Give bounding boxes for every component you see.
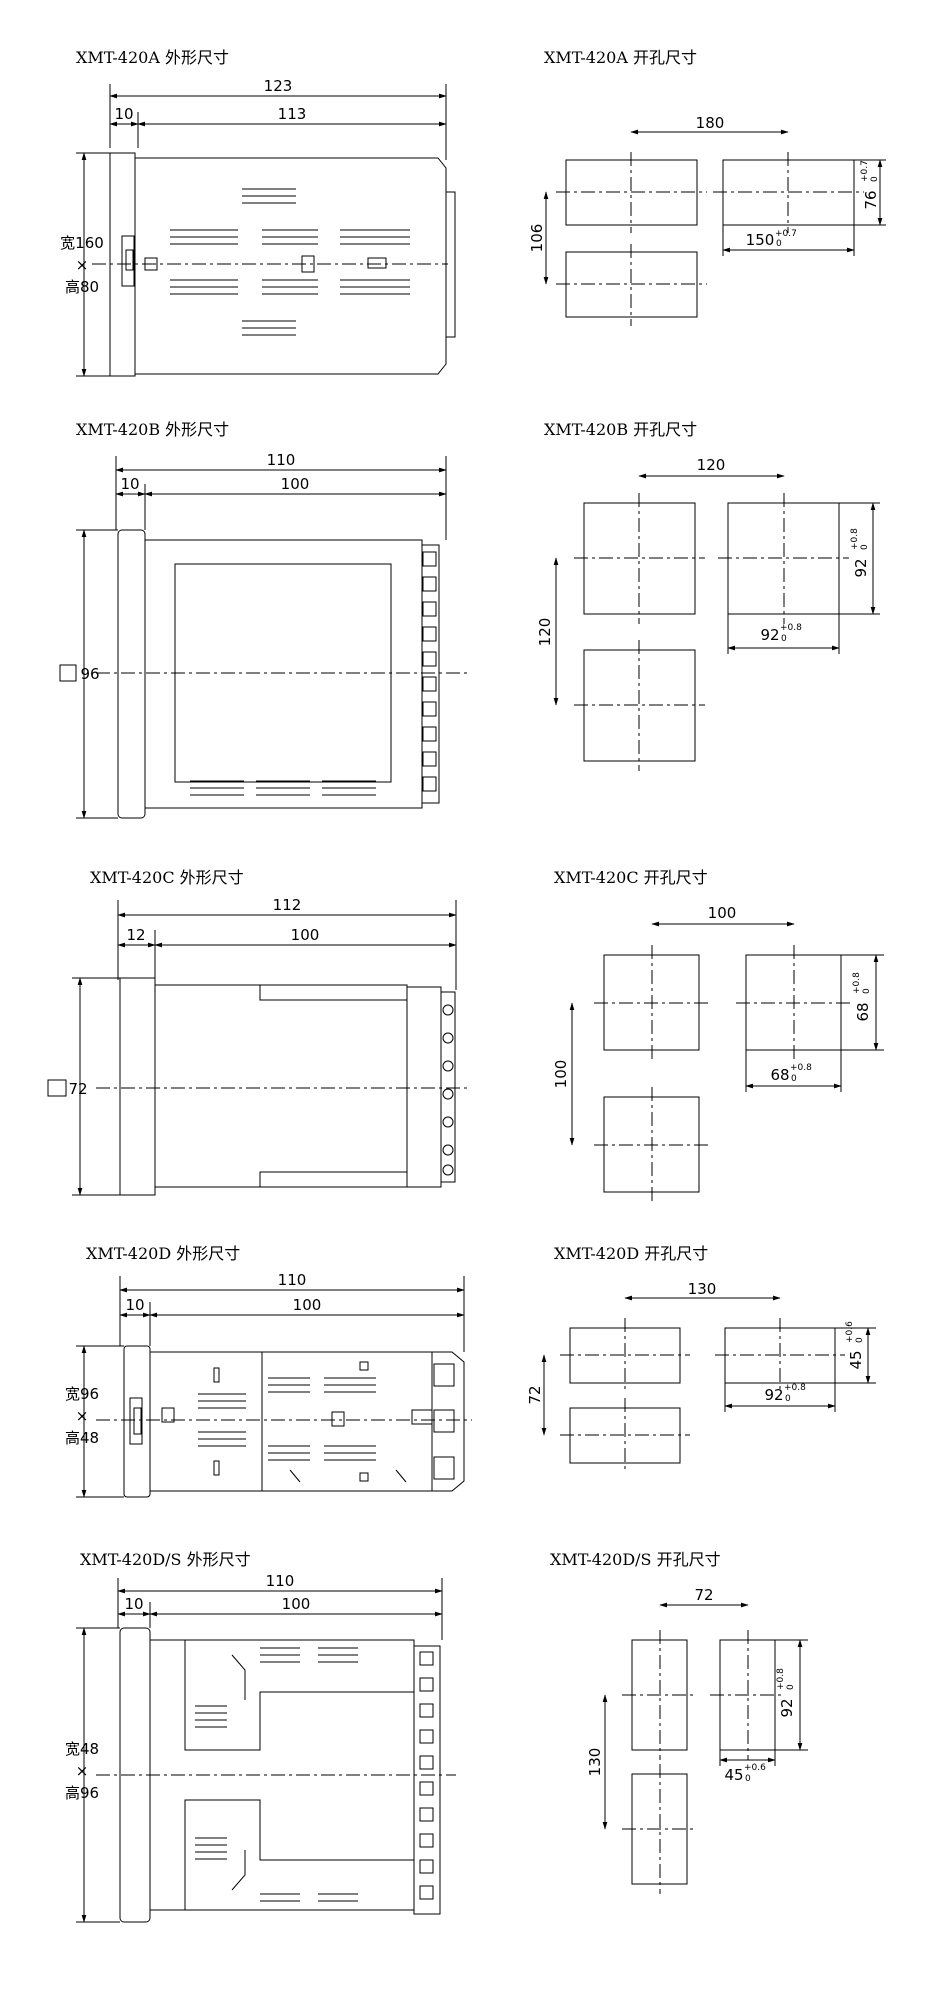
ds-cut-height-tol: +0.8 [776, 1668, 786, 1690]
ds-cut-height: 92 [778, 1698, 796, 1717]
c-cut-pitch-x: 100 [708, 904, 737, 922]
title-xmt420d-cutout: XMT-420D 开孔尺寸 [554, 1244, 709, 1263]
b-cut-width-tol: +0.8 [780, 623, 802, 633]
d-cut-height-tol-zero: 0 [855, 1337, 865, 1343]
ds-cut-width: 45 [724, 1766, 743, 1784]
b-cut-height-tol-zero: 0 [860, 544, 870, 550]
b-cut-width-tol-zero: 0 [781, 634, 787, 644]
d-cut-height-tol: +0.6 [845, 1321, 855, 1343]
c-cut-height: 68 [854, 1002, 872, 1021]
title-xmt420b-cutout: XMT-420B 开孔尺寸 [544, 420, 698, 439]
ds-cut-width-tol-zero: 0 [745, 1774, 751, 1784]
b-cut-height: 92 [852, 558, 870, 577]
a-front-width: 宽160 [60, 234, 104, 252]
ds-bezel-depth: 10 [124, 1595, 143, 1613]
ds-front-width: 宽48 [65, 1740, 99, 1758]
a-cut-width-tol: +0.7 [775, 229, 797, 239]
d-body-length: 100 [293, 1296, 322, 1314]
a-cut-width: 150 [746, 231, 775, 249]
d-cut-width-tol-zero: 0 [785, 1394, 791, 1404]
c-cut-width-tol-zero: 0 [791, 1074, 797, 1084]
c-cut-pitch-y: 100 [552, 1060, 570, 1089]
a-front-height: 高80 [65, 278, 99, 296]
d-bezel-depth: 10 [125, 1296, 144, 1314]
d-cut-pitch-x: 130 [688, 1280, 717, 1298]
c-cut-width-tol: +0.8 [790, 1063, 812, 1073]
title-xmt420a-outline: XMT-420A 外形尺寸 [76, 48, 229, 67]
d-cut-width: 92 [764, 1386, 783, 1404]
c-front-side: 72 [68, 1080, 87, 1098]
c-cut-width: 68 [770, 1066, 789, 1084]
b-body-length: 100 [281, 475, 310, 493]
ds-body-length: 100 [282, 1595, 311, 1613]
a-bezel-depth: 10 [114, 105, 133, 123]
c-bezel-depth: 12 [126, 926, 145, 944]
b-cut-pitch-x: 120 [697, 456, 726, 474]
a-times-sign: × [76, 256, 89, 274]
d-front-height: 高48 [65, 1429, 99, 1447]
ds-cut-height-tol-zero: 0 [786, 1684, 796, 1690]
xmt420ds-cutout-drawing [602, 1602, 808, 1894]
a-total-length: 123 [264, 77, 293, 95]
b-cut-height-tol: +0.8 [850, 528, 860, 550]
b-total-length: 110 [267, 451, 296, 469]
b-front-side: 96 [80, 665, 99, 683]
d-times-sign: × [76, 1407, 89, 1425]
ds-total-length: 110 [266, 1572, 295, 1590]
xmt420ds-outline-drawing [76, 1578, 456, 1923]
ds-cut-width-tol: +0.6 [744, 1763, 766, 1773]
b-cut-width: 92 [760, 626, 779, 644]
title-xmt420c-outline: XMT-420C 外形尺寸 [90, 868, 244, 887]
xmt420c-outline-drawing [47, 900, 470, 1196]
ds-front-height: 高96 [65, 1784, 99, 1802]
a-cut-pitch-x: 180 [696, 114, 725, 132]
xmt420d-cutout-drawing [541, 1295, 876, 1473]
title-xmt420ds-outline: XMT-420D/S 外形尺寸 [80, 1550, 251, 1569]
xmt420a-outline-drawing [76, 84, 456, 377]
d-front-width: 宽96 [65, 1385, 99, 1403]
a-cut-height: 76 [862, 190, 880, 209]
c-body-length: 100 [291, 926, 320, 944]
a-cut-width-tol-zero: 0 [776, 239, 782, 249]
a-cut-height-tol-zero: 0 [870, 176, 880, 182]
xmt420b-outline-drawing [59, 456, 468, 819]
a-cut-pitch-y: 106 [528, 224, 546, 253]
ds-cut-pitch-x: 72 [694, 1586, 713, 1604]
ds-cut-pitch-y: 130 [586, 1748, 604, 1777]
xmt420c-cutout-drawing [569, 921, 884, 1202]
a-cut-height-tol: +0.7 [860, 160, 870, 182]
title-xmt420d-outline: XMT-420D 外形尺寸 [86, 1244, 241, 1263]
c-cut-height-tol-zero: 0 [862, 988, 872, 994]
d-cut-pitch-y: 72 [526, 1385, 544, 1404]
title-xmt420ds-cutout: XMT-420D/S 开孔尺寸 [550, 1550, 721, 1569]
title-xmt420c-cutout: XMT-420C 开孔尺寸 [554, 868, 708, 887]
xmt420a-cutout-drawing [543, 129, 886, 326]
b-cut-pitch-y: 120 [536, 618, 554, 647]
title-xmt420b-outline: XMT-420B 外形尺寸 [76, 420, 230, 439]
xmt420d-outline-drawing [76, 1276, 472, 1498]
title-xmt420a-cutout: XMT-420A 开孔尺寸 [544, 48, 697, 67]
d-cut-height: 45 [847, 1350, 865, 1369]
a-body-length: 113 [278, 105, 307, 123]
d-cut-width-tol: +0.8 [784, 1383, 806, 1393]
ds-times-sign: × [76, 1762, 89, 1780]
c-cut-height-tol: +0.8 [852, 972, 862, 994]
xmt420b-cutout-drawing [553, 473, 880, 771]
d-total-length: 110 [278, 1271, 307, 1289]
c-total-length: 112 [273, 896, 302, 914]
b-bezel-depth: 10 [120, 475, 139, 493]
